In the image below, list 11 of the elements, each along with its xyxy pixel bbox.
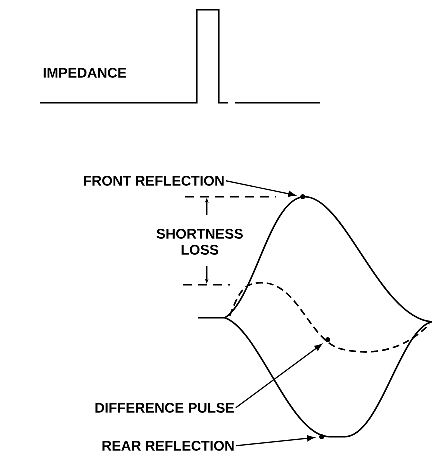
curve-point: [320, 434, 324, 440]
text-label: SHORTNESS LOSS: [156, 229, 244, 255]
leader-line: [236, 435, 315, 447]
curve-point: [326, 338, 330, 342]
curve-point: [300, 194, 306, 200]
leader-label: REAR REFLECTION: [102, 441, 234, 451]
leader-line: [236, 344, 322, 408]
leader-label: DIFFERENCE PULSE: [96, 403, 234, 413]
leader-label: FRONT REFLECTION: [84, 176, 224, 186]
leader-line: [226, 180, 296, 198]
text-label: IMPEDANCE: [44, 68, 126, 78]
